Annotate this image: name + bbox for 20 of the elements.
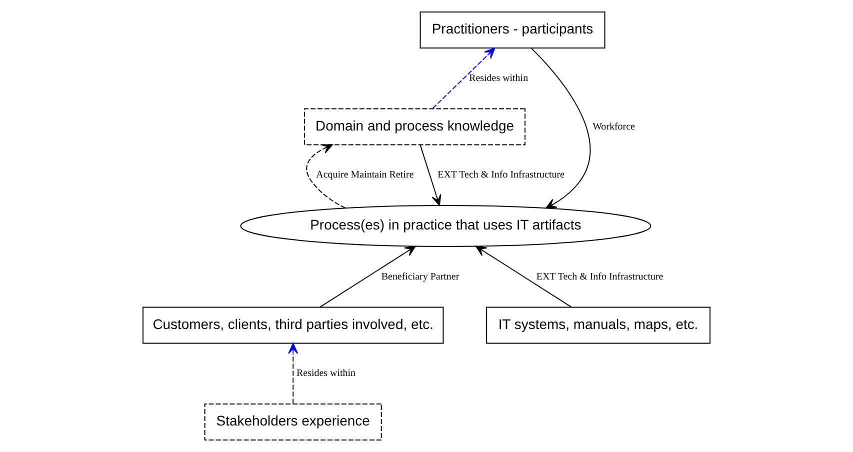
arrow bbox=[432, 48, 496, 109]
edge-label: Beneficiary Partner bbox=[381, 271, 460, 282]
node-box: Stakeholders experience bbox=[204, 404, 382, 440]
arrow bbox=[420, 144, 442, 206]
edge-label: EXT Tech & Info Infrastructure bbox=[536, 271, 664, 282]
node-box: Practitioners - participants bbox=[420, 12, 606, 48]
edge-label: Resides within bbox=[469, 72, 528, 84]
arrow bbox=[320, 246, 416, 308]
edge-label: Acquire Maintain Retire bbox=[316, 170, 414, 181]
node-box: Customers, clients, third parties involved, etc. bbox=[142, 306, 444, 344]
node-ellipse: Process(es) in practice that uses IT artifacts bbox=[240, 205, 652, 247]
arrow bbox=[288, 343, 298, 404]
edge-label: Workforce bbox=[592, 121, 635, 132]
edge-label: Resides within bbox=[296, 368, 356, 380]
edge-label: EXT Tech & Info Infrastructure bbox=[438, 170, 564, 181]
node-box: IT systems, manuals, maps, etc. bbox=[486, 306, 710, 344]
arrow bbox=[306, 144, 346, 208]
arrow bbox=[530, 48, 591, 208]
arrow bbox=[476, 246, 572, 308]
node-box: Domain and process knowledge bbox=[304, 108, 526, 146]
